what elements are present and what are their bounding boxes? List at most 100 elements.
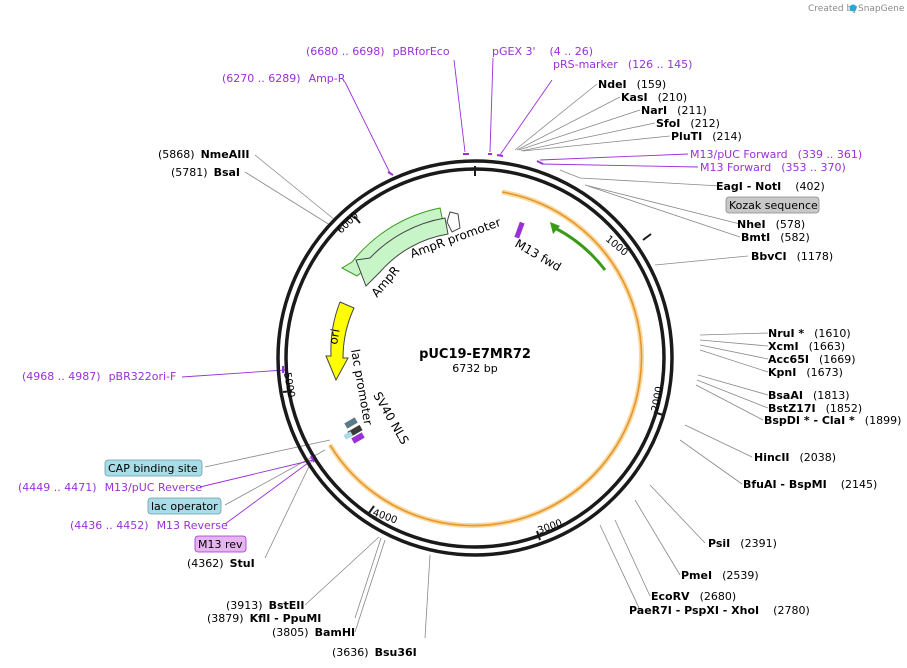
svg-text:(3879)KflI - PpuMI: (3879) KflI - PpuMI: [207, 612, 321, 625]
enzyme-name: Bsu36I: [375, 646, 417, 659]
enzyme-name: BmtI: [741, 231, 770, 244]
enzyme-name: NarI: [641, 104, 667, 117]
svg-text:BstZ17I(1852): BstZ17I(1852): [768, 402, 862, 415]
svg-text:BmtI(582): BmtI (582): [741, 231, 810, 244]
enzyme-pos: (214): [712, 130, 742, 143]
enzyme-name: SfoI: [656, 117, 680, 130]
enzyme-pos: (5868): [158, 148, 195, 161]
ampr-promoter-shape: [446, 211, 461, 233]
svg-text:BbvCI(1178): BbvCI(1178): [751, 250, 833, 263]
enzyme-pos: (3879): [207, 612, 244, 625]
enzyme-name: EagI - NotI: [716, 180, 781, 193]
enzyme-pos: (3636): [332, 646, 369, 659]
svg-text:NruI *(1610): NruI *(1610): [768, 327, 851, 340]
primer-name: M13 Reverse: [157, 519, 228, 532]
enzyme-pos: (211): [677, 104, 707, 117]
tick-2000: 2000: [650, 386, 665, 413]
enzyme-name: BspDI * - ClaI *: [764, 414, 855, 427]
svg-text:M13 Forward(353 .. 370): M13 Forward (353 .. 370): [700, 161, 846, 174]
enzyme-labels-left: (3636) Bsu36I (3805)BamHI (3879) KflI - Pp…: [158, 148, 417, 659]
enzyme-pos: (2391): [740, 537, 777, 550]
enzyme-name: KpnI: [768, 366, 796, 379]
enzyme-name: NdeI: [598, 78, 627, 91]
svg-text:Acc65I(1669): Acc65I (1669): [768, 353, 856, 366]
svg-text:BfuAI - BspMI(2145): BfuAI - BspMI(2145): [743, 478, 877, 491]
credit-brand: SnapGene: [858, 4, 905, 14]
svg-text:XcmI(1663): XcmI(1663): [768, 340, 845, 353]
enzyme-pos: (1178): [797, 250, 834, 263]
enzyme-name: Acc65I: [768, 353, 809, 366]
enzyme-pos: (1669): [819, 353, 856, 366]
enzyme-pos: (1813): [813, 389, 850, 402]
primer-name: M13/pUC Reverse: [105, 481, 203, 494]
svg-text:(4362)StuI: (4362)StuI: [187, 557, 255, 570]
svg-text:PluTI(214): PluTI (214): [671, 130, 742, 143]
enzyme-pos: (1663): [809, 340, 846, 353]
m13-rev-label: M13 rev: [198, 538, 243, 551]
svg-text:PsiI(2391): PsiI(2391): [708, 537, 777, 550]
svg-text:(6680 .. 6698)pBRforEco: (6680 .. 6698) pBRforEco: [306, 45, 450, 58]
enzyme-name: BsaAI: [768, 389, 803, 402]
svg-text:EagI - NotI(402): EagI - NotI (402): [716, 180, 825, 193]
primer-range: (6680 .. 6698): [306, 45, 385, 58]
primer-range: (353 .. 370): [781, 161, 846, 174]
svg-text:BspDI * - ClaI *(1899): BspDI * - ClaI * (1899): [764, 414, 901, 427]
cap-box: [104, 459, 203, 477]
enzyme-name: KflI - PpuMI: [250, 612, 322, 625]
enzyme-pos: (578): [776, 218, 806, 231]
insert-arc: [329, 191, 643, 527]
primer-range: (4449 .. 4471): [18, 481, 97, 494]
svg-text:SfoI(212): SfoI (212): [656, 117, 720, 130]
primer-labels: (6680 .. 6698)pBRforEco (6270 .. 6289)Am…: [18, 45, 862, 532]
enzyme-pos: (159): [637, 78, 667, 91]
enzyme-name: NmeAIII: [201, 148, 250, 161]
enzyme-name: PluTI: [671, 130, 702, 143]
kozak-label: Kozak sequence: [729, 199, 818, 212]
enzyme-pos: (1673): [806, 366, 843, 379]
primer-range: (4 .. 26): [550, 45, 594, 58]
ampr-arrow: [355, 217, 449, 287]
enzyme-pos: (3805): [272, 626, 309, 639]
enzyme-name: PmeI: [681, 569, 712, 582]
kozak-box: [725, 196, 820, 214]
enzyme-pos: (2680): [700, 590, 737, 603]
svg-text:(3636)Bsu36I: (3636) Bsu36I: [332, 646, 417, 659]
svg-text:(4968 .. 4987)pBR322ori-F: (4968 .. 4987)pBR322ori-F: [22, 370, 176, 383]
m13-fwd-marker: [514, 221, 525, 239]
primer-range: (6270 .. 6289): [222, 72, 301, 85]
enzyme-pos: (2038): [800, 451, 837, 464]
enzyme-pos: (1852): [826, 402, 863, 415]
tick-5000: 5000: [281, 372, 296, 399]
primer-name: pBRforEco: [393, 45, 450, 58]
cap-label: CAP binding site: [108, 462, 198, 475]
enzyme-pos: (1899): [865, 414, 902, 427]
primer-name: M13 Forward: [700, 161, 771, 174]
snapgene-logo-icon: [849, 4, 857, 12]
svg-text:(5868)NmeAIII: (5868) NmeAIII: [158, 148, 250, 161]
enzyme-pos: (582): [780, 231, 810, 244]
ori-arrow: [325, 301, 355, 382]
plasmid-size: 6732 bp: [452, 362, 497, 375]
lac-operator-box: [147, 497, 222, 515]
enzyme-name: KasI: [621, 91, 648, 104]
primer-leader-lines: [181, 57, 699, 525]
svg-text:(3805)BamHI: (3805)BamHI: [272, 626, 355, 639]
svg-text:EcoRV(2680): EcoRV(2680): [651, 590, 736, 603]
primer-name: pGEX 3': [492, 45, 536, 58]
feature-ori: ori: [326, 328, 342, 346]
primer-range: (339 .. 361): [798, 148, 863, 161]
enzyme-name: BsaI: [214, 166, 240, 179]
svg-text:HincII(2038): HincII(2038): [754, 451, 836, 464]
enzyme-name: PaeR7I - PspXI - XhoI: [629, 604, 759, 617]
enzyme-pos: (402): [795, 180, 825, 193]
feature-sv40-nls: SV40 NLS: [370, 390, 411, 447]
enzyme-pos: (212): [690, 117, 720, 130]
svg-text:KasI(210): KasI(210): [621, 91, 687, 104]
primer-range: (4436 .. 4452): [70, 519, 149, 532]
svg-text:pGEX 3'(4 .. 26): pGEX 3' (4 .. 26): [492, 45, 593, 58]
svg-text:NdeI(159): NdeI (159): [598, 78, 666, 91]
primer-ticks: [282, 153, 544, 463]
primer-name: pRS-marker: [553, 58, 618, 71]
feature-lac-promoter: lac promoter: [348, 348, 375, 426]
